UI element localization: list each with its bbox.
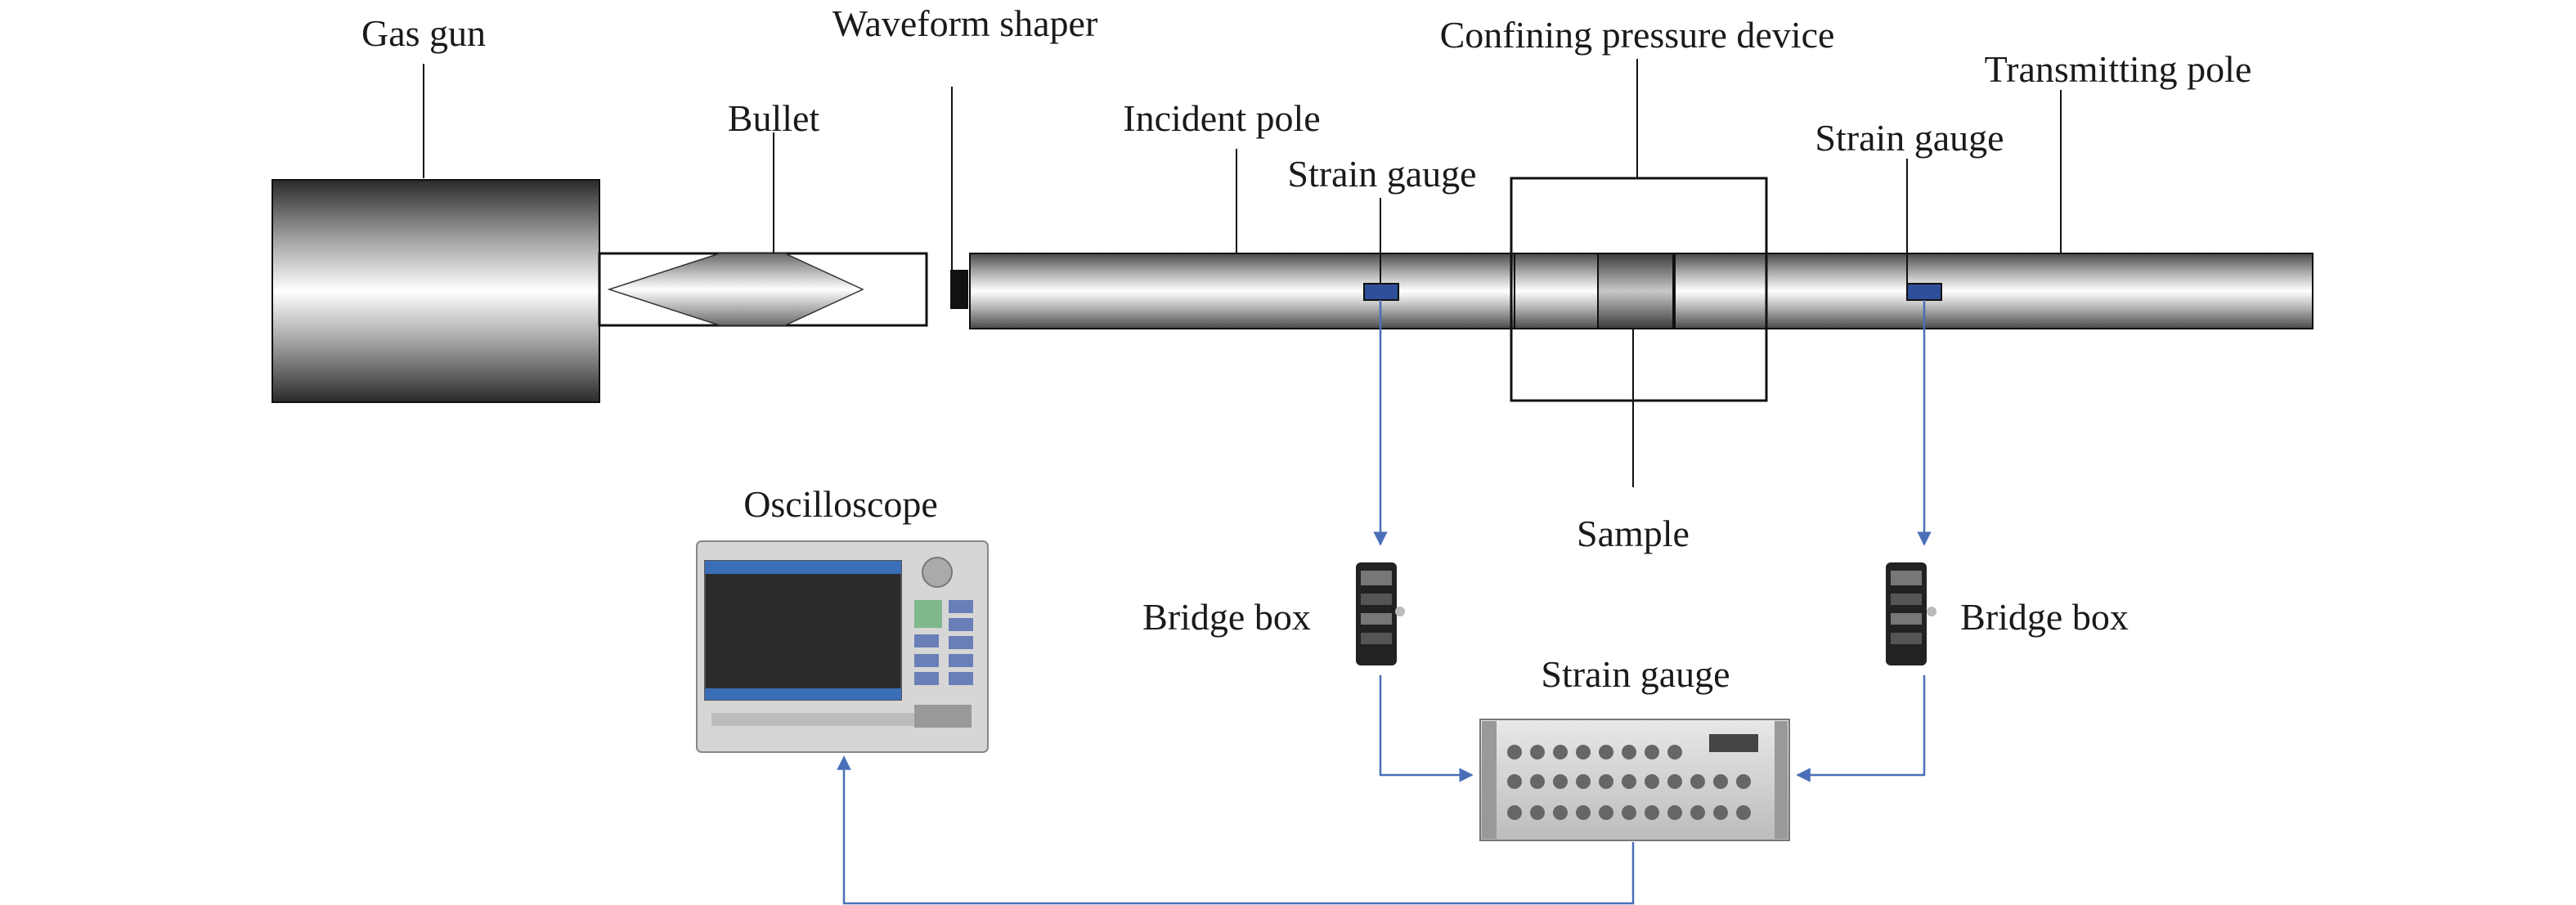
strain-gauge-incident-label: Strain gauge xyxy=(1287,153,1476,195)
bullet xyxy=(607,132,864,326)
strain-gauge-transmitting-label: Strain gauge xyxy=(1815,117,2004,159)
arrow-bridge-left-to-amplifier xyxy=(1379,675,1474,782)
arrow-amplifier-to-oscilloscope xyxy=(837,755,1635,905)
bullet-label: Bullet xyxy=(728,97,820,139)
transmitting-pole-label: Transmitting pole xyxy=(1985,48,2252,90)
transmitting-pole xyxy=(1674,90,2313,329)
bridge-box-right xyxy=(1886,562,1936,665)
sample xyxy=(1514,253,1676,487)
waveform-shaper xyxy=(950,87,968,309)
amplifier-knob-rows xyxy=(1507,745,1751,820)
waveform-shaper-label: Waveform shaper xyxy=(832,2,1098,44)
bridge-box-left xyxy=(1356,562,1405,665)
oscilloscope-screen xyxy=(704,560,902,701)
confining-pressure-device-label: Confining pressure device xyxy=(1440,14,1835,56)
incident-pole-label: Incident pole xyxy=(1123,97,1320,139)
strain-gauge-amplifier-label: Strain gauge xyxy=(1541,653,1730,695)
gas-gun-label: Gas gun xyxy=(361,12,486,54)
incident-pole xyxy=(969,149,1515,329)
confining-pressure-device xyxy=(1510,59,1768,402)
strain-gauge-amplifier xyxy=(1479,719,1790,841)
gas-gun xyxy=(272,64,600,403)
oscilloscope xyxy=(696,540,989,753)
oscilloscope-label: Oscilloscope xyxy=(743,483,938,525)
sample-label: Sample xyxy=(1577,513,1690,554)
bridge-box-right-label: Bridge box xyxy=(1960,596,2129,638)
bridge-box-left-label: Bridge box xyxy=(1142,596,1311,638)
strain-gauge-incident xyxy=(1363,198,1399,301)
arrow-bridge-right-to-amplifier xyxy=(1796,675,1926,782)
